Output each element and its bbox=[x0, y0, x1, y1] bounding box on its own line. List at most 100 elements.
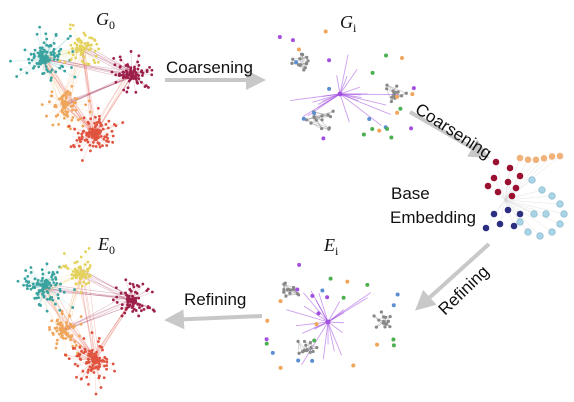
graph-node bbox=[133, 65, 136, 69]
graph-node bbox=[137, 285, 141, 288]
graph-edge bbox=[78, 270, 95, 362]
graph-node bbox=[128, 282, 132, 286]
graph-node bbox=[69, 145, 73, 149]
graph-node bbox=[96, 106, 100, 110]
graph-edge bbox=[504, 199, 561, 205]
graph-edge bbox=[63, 329, 67, 356]
graph-edge bbox=[504, 159, 529, 201]
graph-edge bbox=[339, 93, 382, 127]
graph-node bbox=[377, 128, 382, 133]
graph-edge bbox=[81, 248, 90, 275]
graph-node bbox=[134, 290, 137, 294]
graph-node bbox=[73, 346, 77, 350]
graph-edge bbox=[95, 75, 132, 133]
graph-node bbox=[25, 71, 29, 75]
graph-node bbox=[102, 359, 106, 363]
graph-edge bbox=[80, 45, 97, 135]
graph-edge bbox=[86, 48, 132, 76]
graph-node bbox=[125, 306, 129, 310]
graph-node bbox=[49, 94, 53, 98]
graph-node bbox=[385, 83, 389, 87]
graph-node bbox=[54, 276, 57, 279]
graph-node bbox=[367, 116, 372, 121]
graph-node bbox=[54, 70, 58, 74]
gi-nodes bbox=[277, 29, 416, 141]
graph-node bbox=[131, 283, 135, 286]
graph-node bbox=[80, 132, 84, 136]
graph-node bbox=[76, 272, 80, 275]
graph-node bbox=[37, 290, 41, 294]
graph-node bbox=[74, 276, 78, 280]
graph-node bbox=[134, 296, 138, 300]
base-embedding-label-line2: Embedding bbox=[390, 208, 476, 227]
graph-node bbox=[296, 47, 301, 52]
graph-node bbox=[61, 334, 64, 338]
graph-node bbox=[73, 288, 76, 292]
embedding-point bbox=[516, 172, 524, 180]
graph-node bbox=[73, 340, 77, 344]
graph-node bbox=[398, 106, 403, 111]
graph-node bbox=[81, 130, 85, 134]
graph-node bbox=[320, 114, 324, 118]
graph-edge bbox=[67, 76, 134, 103]
graph-node bbox=[308, 340, 313, 345]
graph-node bbox=[82, 280, 86, 284]
graph-node bbox=[76, 364, 80, 368]
graph-node bbox=[87, 246, 91, 250]
graph-node bbox=[152, 309, 156, 313]
graph-edge bbox=[318, 293, 329, 323]
graph-node bbox=[384, 315, 388, 319]
graph-node bbox=[131, 77, 135, 80]
coarsened-graph-gi bbox=[277, 29, 416, 141]
graph-node bbox=[277, 34, 282, 39]
graph-node bbox=[134, 71, 138, 74]
graph-node bbox=[50, 319, 54, 323]
graph-edge bbox=[339, 93, 387, 106]
graph-node bbox=[110, 129, 114, 133]
embedding-point bbox=[510, 222, 518, 230]
graph-node bbox=[91, 141, 95, 144]
graph-node bbox=[54, 105, 58, 109]
graph-edge bbox=[336, 75, 341, 95]
graph-node bbox=[119, 291, 123, 295]
base-graph-embedding bbox=[482, 152, 568, 240]
graph-node bbox=[51, 50, 55, 53]
graph-node bbox=[129, 68, 133, 72]
graph-node bbox=[59, 282, 62, 286]
embedding-point bbox=[524, 156, 532, 163]
graph-edge bbox=[65, 48, 89, 109]
graph-node bbox=[61, 110, 65, 114]
graph-node bbox=[88, 264, 92, 267]
graph-node bbox=[59, 332, 63, 336]
graph-node bbox=[377, 318, 381, 322]
graph-node bbox=[52, 41, 56, 45]
graph-edge bbox=[306, 119, 330, 129]
graph-node bbox=[82, 31, 86, 35]
graph-node bbox=[93, 125, 97, 129]
graph-node bbox=[78, 346, 82, 349]
graph-hub-node bbox=[337, 91, 343, 97]
graph-node bbox=[150, 73, 154, 77]
graph-node bbox=[75, 260, 79, 264]
graph-node bbox=[71, 270, 75, 273]
graph-node bbox=[302, 339, 307, 344]
graph-node bbox=[327, 58, 332, 63]
graph-node bbox=[74, 344, 78, 347]
graph-node bbox=[59, 326, 63, 330]
graph-edge bbox=[495, 161, 506, 201]
graph-node bbox=[64, 330, 67, 334]
graph-edge bbox=[70, 52, 78, 104]
label-ei: Ei bbox=[323, 235, 339, 258]
graph-node bbox=[375, 342, 380, 347]
graph-edge bbox=[82, 50, 98, 135]
graph-node bbox=[79, 148, 83, 152]
graph-node bbox=[72, 100, 76, 104]
graph-node bbox=[270, 350, 275, 355]
graph-edge bbox=[504, 199, 515, 227]
graph-node bbox=[61, 108, 64, 112]
graph-node bbox=[132, 285, 136, 289]
graph-node bbox=[80, 271, 83, 275]
graph-node bbox=[90, 351, 94, 354]
graph-node bbox=[61, 65, 65, 69]
graph-edge bbox=[339, 86, 360, 95]
